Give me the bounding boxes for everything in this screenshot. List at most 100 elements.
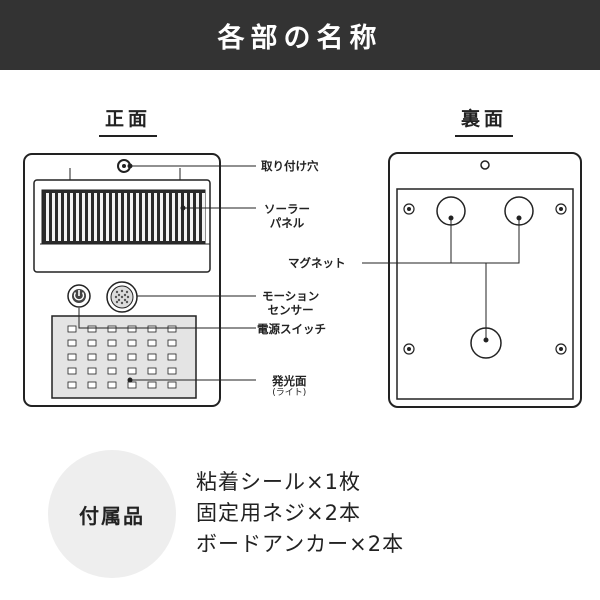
led-cell — [147, 339, 157, 347]
led-cell — [127, 367, 137, 375]
solar-cell-stripe — [178, 193, 181, 241]
led-cell — [87, 353, 97, 361]
sensor-dot — [125, 290, 129, 294]
solar-cell-stripe — [70, 193, 73, 241]
solar-cell-stripe — [46, 193, 49, 241]
solar-cell-stripe — [130, 193, 133, 241]
solar-panel-cells — [46, 193, 205, 241]
label-light-area: 発光面 (ライト) — [272, 374, 307, 399]
led-cell — [87, 325, 97, 333]
solar-cell-stripe — [190, 193, 193, 241]
label-mount-hole: 取り付け穴 — [261, 159, 319, 173]
accessory-item: 粘着シール×1枚 — [196, 470, 361, 494]
sensor-dot — [115, 290, 119, 294]
led-cell — [147, 353, 157, 361]
solar-cell-stripe — [100, 193, 103, 241]
back-leader-lines — [362, 215, 522, 343]
solar-cell-stripe — [166, 193, 169, 241]
sensor-dot — [120, 301, 124, 305]
accessories-list: 粘着シール×1枚 固定用ネジ×2本 ボードアンカー×2本 — [196, 467, 404, 560]
solar-cell-stripe — [58, 193, 61, 241]
solar-cell-stripe — [196, 193, 199, 241]
led-cell — [107, 381, 117, 389]
solar-cell-stripe — [184, 193, 187, 241]
label-mount-hole-text: 取り付け穴 — [261, 159, 319, 173]
led-cell — [67, 367, 77, 375]
front-view-title: 正面 — [68, 104, 188, 137]
label-solar-panel-line1: ソーラー — [264, 202, 310, 216]
accessories-heading: 付属品 — [79, 503, 145, 528]
label-motion-sensor-line1: モーション — [262, 289, 320, 303]
solar-cell-stripe — [106, 193, 109, 241]
led-cell — [107, 339, 117, 347]
solar-cell-stripe — [124, 193, 127, 241]
sensor-dot — [117, 293, 121, 297]
sensor-dot — [126, 295, 130, 299]
led-cell — [127, 381, 137, 389]
sensor-dot — [115, 300, 119, 304]
accessories-badge: 付属品 — [48, 450, 176, 578]
led-cell — [167, 325, 177, 333]
label-light-area-sub: (ライト) — [272, 388, 307, 398]
solar-cell-stripe — [88, 193, 91, 241]
accessory-item: ボードアンカー×2本 — [196, 532, 405, 556]
solar-cell-stripe — [154, 193, 157, 241]
led-cell — [67, 353, 77, 361]
solar-cell-stripe — [148, 193, 151, 241]
sensor-dots — [114, 289, 130, 305]
back-view-title-text: 裏面 — [460, 108, 507, 130]
label-power-switch: 電源スイッチ — [257, 322, 326, 336]
front-title-underline — [99, 135, 157, 137]
label-motion-sensor: モーション センサー — [262, 289, 319, 317]
led-cell — [107, 325, 117, 333]
led-cell — [107, 367, 117, 375]
label-magnet: マグネット — [288, 256, 346, 270]
front-top-panel — [33, 179, 211, 273]
solar-cell-stripe — [64, 193, 67, 241]
solar-cell-stripe — [136, 193, 139, 241]
sensor-dot — [120, 295, 124, 299]
led-cell — [167, 367, 177, 375]
solar-cell-stripe — [52, 193, 55, 241]
header-bar: 各部の名称 — [0, 0, 600, 70]
led-cell — [67, 381, 77, 389]
solar-cell-stripe — [172, 193, 175, 241]
solar-cell-stripe — [202, 193, 205, 241]
sensor-dot — [123, 298, 127, 302]
back-inner-panel — [396, 188, 574, 400]
led-cell — [147, 367, 157, 375]
back-mount-hole — [480, 160, 490, 170]
sensor-dot — [120, 289, 124, 293]
label-light-area-text: 発光面 — [272, 374, 307, 388]
accessory-item: 固定用ネジ×2本 — [196, 501, 361, 525]
magnets — [436, 196, 534, 359]
led-cell — [127, 339, 137, 347]
back-title-underline — [455, 135, 513, 137]
label-motion-sensor-line2: センサー — [267, 303, 314, 317]
led-grid — [67, 325, 177, 389]
led-cell — [67, 339, 77, 347]
header-title: 各部の名称 — [217, 22, 383, 54]
led-cell — [87, 381, 97, 389]
solar-cell-stripe — [82, 193, 85, 241]
led-cell — [107, 353, 117, 361]
back-body — [388, 152, 582, 408]
sensor-dot — [114, 295, 118, 299]
label-solar-panel: ソーラー パネル — [264, 202, 310, 230]
led-cell — [67, 325, 77, 333]
led-cell — [167, 353, 177, 361]
label-magnet-text: マグネット — [288, 256, 346, 270]
front-device — [23, 153, 221, 407]
back-device — [388, 152, 582, 408]
front-view-title-text: 正面 — [104, 108, 151, 130]
led-cell — [167, 381, 177, 389]
solar-cell-stripe — [94, 193, 97, 241]
led-cell — [87, 339, 97, 347]
label-solar-panel-line2: パネル — [269, 216, 305, 230]
led-cell — [127, 325, 137, 333]
front-leader-lines — [78, 163, 256, 383]
solar-cell-stripe — [76, 193, 79, 241]
led-cell — [87, 367, 97, 375]
led-cell — [167, 339, 177, 347]
